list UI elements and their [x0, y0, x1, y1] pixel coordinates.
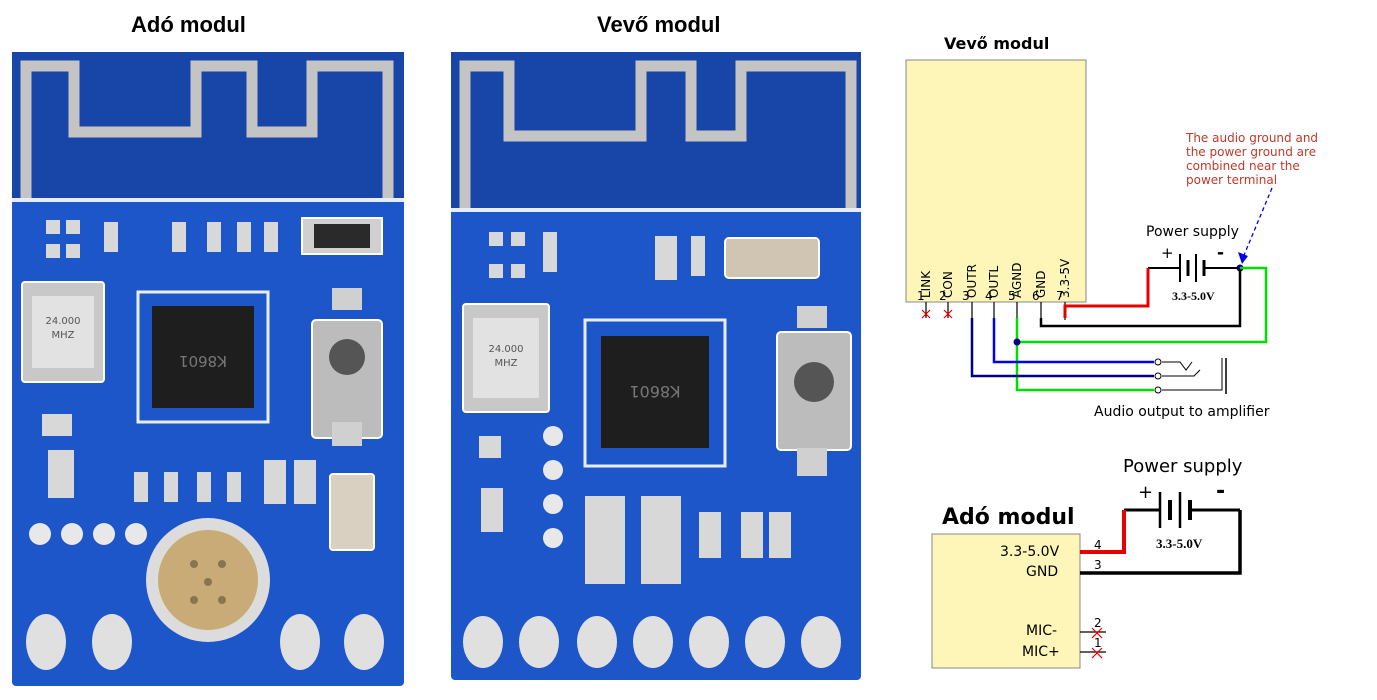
rx-pin-label-5: AGND	[1010, 262, 1024, 298]
rx-wire-agnd-ret	[1017, 266, 1268, 344]
tx-power-label: Power supply	[1123, 456, 1243, 477]
rx-pin-num-6: 6	[1032, 289, 1040, 303]
rx-voltage-label: 3.3-5.0V	[1172, 289, 1215, 303]
rx-pin-num-5: 5	[1008, 289, 1016, 303]
rx-plus-sign: +	[1161, 244, 1174, 262]
rx-audio-jack	[1154, 358, 1227, 394]
rx-nc-marks	[921, 309, 953, 319]
tx-crystal-freq: 24.000	[46, 316, 81, 327]
tx-chip-label: K8601	[179, 352, 227, 370]
rx-wire-agnd	[1015, 318, 1154, 392]
rx-diagram: Vevő modul LINK CON OUTR OUTL AGND GND 3…	[905, 34, 1318, 420]
rx-pin-label-7: 3.3-5V	[1058, 258, 1072, 298]
rx-crystal-freq: 24.000	[489, 344, 524, 355]
rx-note-line-3: combined near the	[1186, 159, 1300, 173]
tx-pin-num-3: 3	[1094, 558, 1102, 572]
rx-note-line-2: the power ground are	[1186, 145, 1316, 159]
tx-pin-label-4: 3.3-5.0V	[1000, 544, 1060, 560]
tx-plus-sign: +	[1138, 482, 1153, 503]
tx-minus-sign: -	[1216, 479, 1225, 504]
rx-module-box	[905, 59, 1087, 303]
rx-pin-label-1: LINK	[919, 270, 933, 298]
rx-note-line-4: power terminal	[1186, 173, 1277, 187]
rx-note-line-1: The audio ground and	[1185, 131, 1318, 145]
rx-pin-num-2: 2	[939, 289, 947, 303]
rx-pin-num-1: 1	[917, 289, 925, 303]
tx-pin-label-3: GND	[1026, 564, 1058, 580]
tx-antenna	[20, 60, 394, 202]
tx-crystal-unit: MHZ	[52, 330, 75, 341]
tx-diagram-title: Adó modul	[942, 505, 1075, 530]
rx-wire-outr	[970, 318, 1154, 378]
middle-title: Vevő modul	[597, 12, 721, 37]
tx-wire-gnd	[1080, 510, 1242, 575]
rx-pin-label-6: GND	[1034, 270, 1048, 298]
tx-pin-label-2: MIC-	[1026, 623, 1057, 639]
rx-pin-label-2: CON	[941, 271, 955, 298]
rx-chip	[601, 336, 709, 448]
rx-pin-num-3: 3	[962, 289, 970, 303]
rx-audio-label: Audio output to amplifier	[1094, 404, 1270, 420]
rx-chip-label: K8601	[629, 382, 680, 401]
rx-pin-label-3: OUTR	[965, 264, 979, 298]
rx-pin-num-7: 7	[1056, 289, 1064, 303]
rx-note-arrow	[1241, 187, 1273, 261]
tx-pin-label-1: MIC+	[1022, 644, 1060, 660]
tx-module-box	[931, 533, 1081, 669]
tx-pin-num-4: 4	[1094, 538, 1102, 552]
tx-nc-marks	[1091, 627, 1103, 659]
rx-antenna	[459, 60, 857, 212]
tx-wire-vcc	[1080, 510, 1126, 554]
rx-wire-outl	[992, 318, 1154, 364]
tx-diagram: Adó modul Power supply + - 3.3-5.0V 3.3-…	[931, 456, 1243, 669]
tx-battery-symbol	[1124, 492, 1240, 528]
tx-voltage-label: 3.3-5.0V	[1156, 536, 1203, 551]
tx-chip	[152, 306, 254, 408]
rx-diagram-title: Vevő modul	[944, 34, 1049, 53]
rx-pin-label-4: OUTL	[987, 265, 1001, 298]
rx-pin-num-4: 4	[985, 289, 993, 303]
rx-board: 24.000 MHZ K8601	[451, 52, 861, 680]
tx-board: 24.000 MHZ K8601	[12, 52, 404, 686]
rx-wire-gnd	[1039, 268, 1242, 328]
rx-minus-sign: -	[1217, 243, 1224, 263]
tx-pin-num-1: 1	[1094, 636, 1102, 650]
tx-button	[311, 319, 383, 439]
rx-crystal-unit: MHZ	[495, 358, 518, 369]
rx-power-label: Power supply	[1146, 224, 1239, 240]
left-title: Adó modul	[131, 12, 246, 37]
tx-pin-num-2: 2	[1094, 616, 1102, 630]
rx-wire-vcc	[1063, 268, 1150, 318]
